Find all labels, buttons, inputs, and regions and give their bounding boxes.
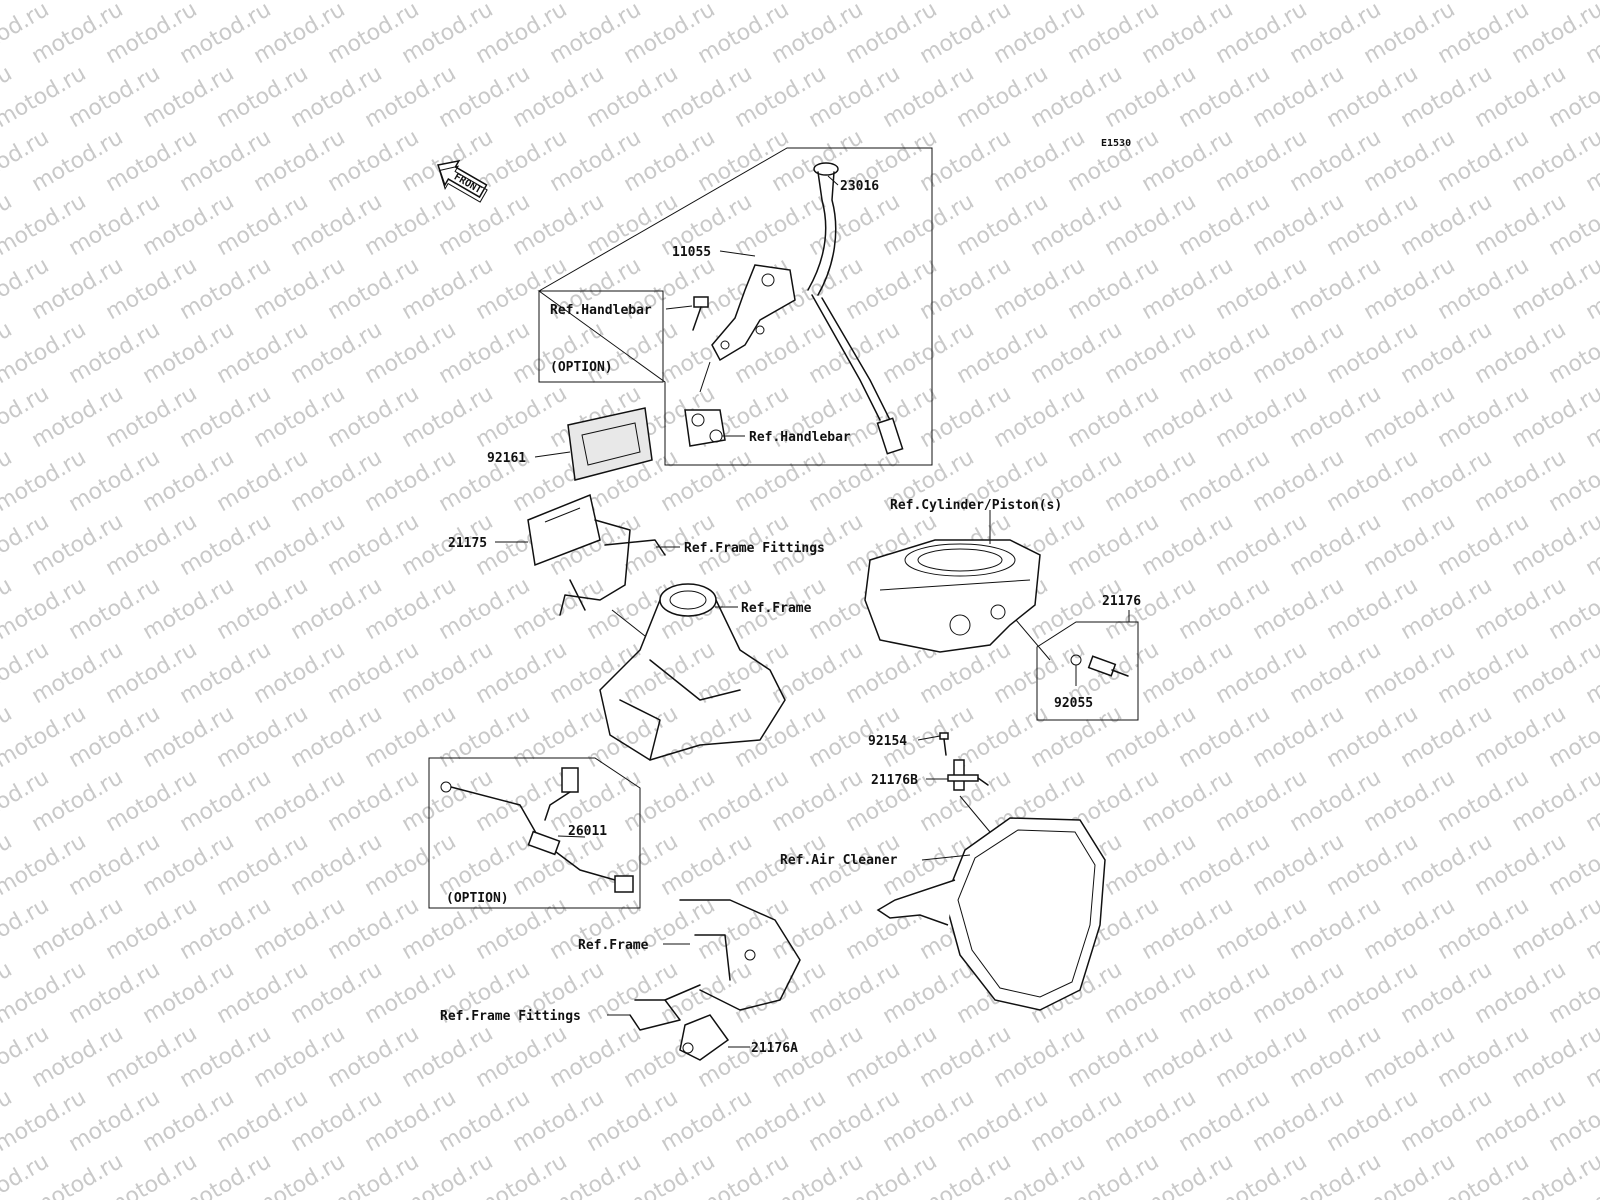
harness-option-label: (OPTION) [446, 891, 509, 906]
label-ref-handlebar-1: Ref.Handlebar [550, 303, 652, 318]
bolt-icon [692, 296, 709, 331]
sensor-option-box [1036, 621, 1139, 721]
frame-head [599, 583, 786, 761]
harness-option-box [428, 757, 641, 909]
handlebar-option-box [537, 147, 933, 466]
leader-lines [495, 175, 1130, 1048]
label-ref-air-cleaner: Ref.Air Cleaner [780, 853, 898, 868]
label-92154: 92154 [868, 734, 907, 749]
bracket-11055 [711, 264, 796, 362]
ecu-21175 [527, 493, 601, 567]
label-21176b: 21176B [871, 773, 918, 788]
label-21176: 21176 [1102, 594, 1141, 609]
label-ref-frame-1: Ref.Frame [741, 601, 812, 616]
label-21176a: 21176A [751, 1041, 798, 1056]
frame-lower [679, 899, 801, 1011]
label-ref-frame-2: Ref.Frame [578, 938, 649, 953]
ecu-cover-92161 [567, 407, 653, 481]
sensor-21176a [679, 1014, 730, 1061]
label-ref-handlebar-2: Ref.Handlebar [749, 430, 851, 445]
harness-26011 [440, 767, 634, 893]
label-21175: 21175 [448, 536, 487, 551]
cable-23016 [807, 162, 904, 455]
diagram-code: E1530 [1101, 138, 1131, 149]
handlebar-clamp [684, 409, 726, 447]
temp-sensor-21176 [1087, 655, 1129, 677]
sensor-21176b [947, 759, 989, 791]
label-ref-frame-fittings-2: Ref.Frame Fittings [440, 1009, 581, 1024]
label-ref-frame-fittings-1: Ref.Frame Fittings [684, 541, 825, 556]
label-ref-cylinder: Ref.Cylinder/Piston(s) [890, 498, 1062, 513]
air-cleaner [876, 817, 1106, 1011]
label-11055: 11055 [672, 245, 711, 260]
cylinder-block [864, 539, 1041, 653]
label-92161: 92161 [487, 451, 526, 466]
ecu-bracket [559, 519, 666, 616]
label-92055: 92055 [1054, 696, 1093, 711]
label-23016: 23016 [840, 179, 879, 194]
label-26011: 26011 [568, 824, 607, 839]
bracket-lower [629, 984, 701, 1031]
handlebar-option-label: (OPTION) [550, 360, 613, 375]
